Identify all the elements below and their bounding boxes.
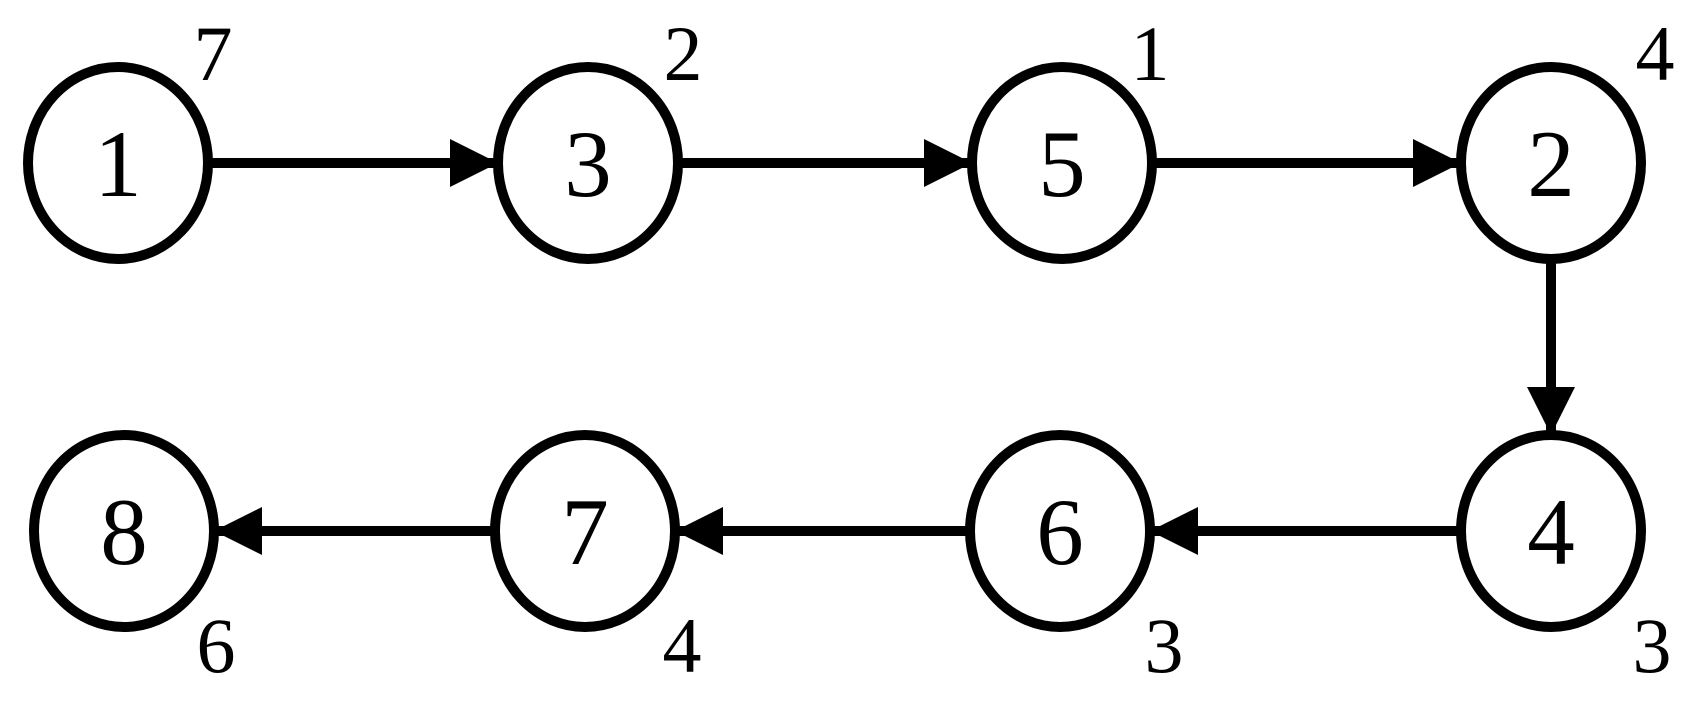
node-5: 5 1	[967, 10, 1170, 264]
node-6: 6 3	[965, 430, 1184, 689]
node-8: 8 6	[29, 430, 236, 689]
node-7-value: 4	[663, 602, 702, 689]
node-3-circle	[493, 62, 683, 264]
node-1-circle	[23, 62, 213, 264]
node-3-id: 3	[564, 111, 612, 217]
node-7-id: 7	[561, 479, 609, 585]
node-4-id: 4	[1527, 479, 1575, 585]
edge-group	[208, 139, 1575, 555]
node-8-id: 8	[100, 479, 148, 585]
node-2-id: 2	[1527, 111, 1575, 217]
node-1-value: 7	[194, 10, 233, 97]
node-6-value: 3	[1145, 602, 1184, 689]
node-7-circle	[490, 430, 680, 632]
node-8-circle	[29, 430, 219, 632]
node-8-value: 6	[197, 602, 236, 689]
node-1-id: 1	[94, 111, 142, 217]
node-5-circle	[967, 62, 1157, 264]
node-3: 3 2	[493, 10, 703, 264]
node-2-circle	[1456, 62, 1646, 264]
node-4-circle	[1456, 430, 1646, 632]
node-6-id: 6	[1036, 479, 1084, 585]
node-6-circle	[965, 430, 1155, 632]
node-4-value: 3	[1633, 602, 1672, 689]
node-5-id: 5	[1038, 111, 1086, 217]
node-4: 4 3	[1456, 430, 1672, 689]
node-2: 2 4	[1456, 10, 1675, 264]
node-3-value: 2	[664, 10, 703, 97]
node-1: 1 7	[23, 10, 233, 264]
node-7: 7 4	[490, 430, 702, 689]
node-2-value: 4	[1636, 10, 1675, 97]
node-5-value: 1	[1131, 10, 1170, 97]
